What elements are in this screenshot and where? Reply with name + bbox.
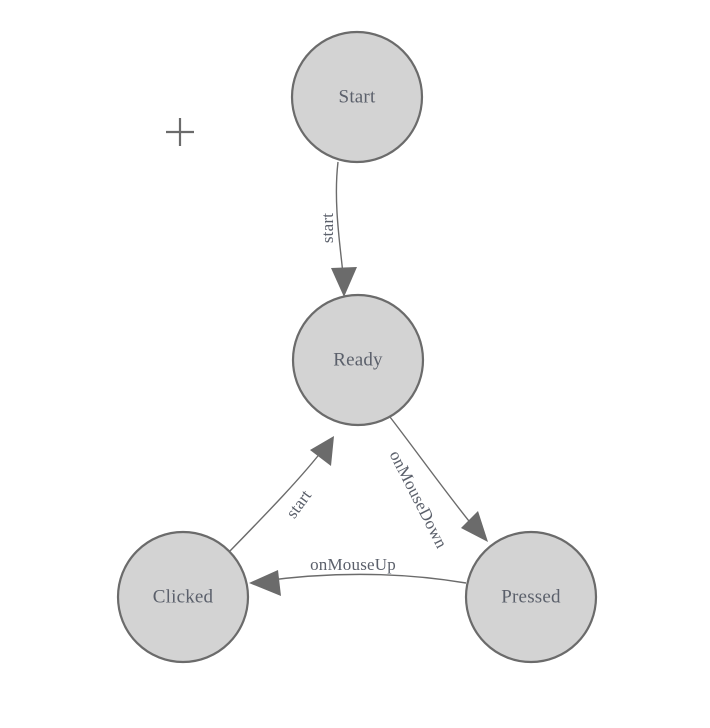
edge-pressed-to-clicked[interactable]: onMouseUp: [249, 555, 467, 596]
edge-ready-to-pressed-path: [389, 416, 478, 532]
edge-pressed-to-clicked-path: [262, 573, 467, 584]
node-ready-circle[interactable]: [291, 293, 425, 427]
edge-clicked-to-ready[interactable]: start: [228, 436, 334, 553]
edge-label-onmousedown: onMouseDown: [386, 447, 452, 551]
edge-start-to-ready-arrowhead: [331, 267, 357, 297]
edge-ready-to-pressed-arrowhead: [461, 511, 488, 542]
edge-start-to-ready-path: [335, 161, 345, 285]
node-ready-label: Ready: [333, 349, 383, 370]
plus-icon[interactable]: [166, 118, 194, 146]
node-pressed[interactable]: Pressed: [464, 530, 598, 664]
edge-ready-to-pressed[interactable]: onMouseDown: [386, 416, 488, 552]
node-start-circle[interactable]: [290, 30, 424, 164]
node-pressed-label: Pressed: [501, 586, 561, 607]
edge-label-onmouseup: onMouseUp: [310, 555, 396, 574]
node-clicked[interactable]: Clicked: [116, 530, 250, 664]
node-pressed-circle[interactable]: [464, 530, 598, 664]
node-clicked-label: Clicked: [153, 586, 214, 607]
node-start-label: Start: [339, 86, 376, 107]
edge-label-start-top: start: [318, 213, 337, 243]
edge-start-to-ready[interactable]: start: [318, 161, 357, 297]
node-clicked-circle[interactable]: [116, 530, 250, 664]
node-start[interactable]: Start: [290, 30, 424, 164]
edge-clicked-to-ready-arrowhead: [310, 436, 334, 466]
edge-pressed-to-clicked-arrowhead: [249, 570, 281, 596]
edge-clicked-to-ready-path: [228, 446, 326, 553]
node-ready[interactable]: Ready: [291, 293, 425, 427]
